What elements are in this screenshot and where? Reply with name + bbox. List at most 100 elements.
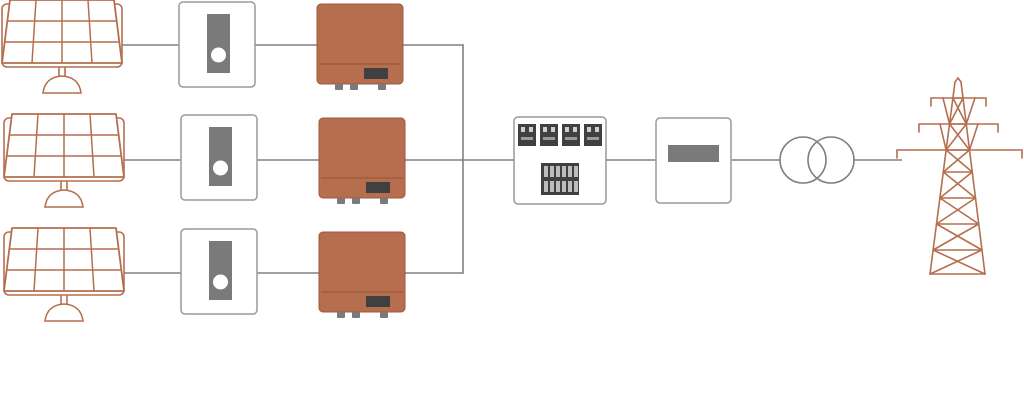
tower-brace <box>929 249 983 275</box>
inverter-connector <box>378 84 386 90</box>
breaker <box>518 124 536 146</box>
inverter-body <box>318 231 406 313</box>
main-breaker-pole <box>568 181 572 192</box>
breaker-label-strip <box>565 137 577 140</box>
wiring <box>122 44 902 274</box>
breaker-label-strip <box>521 137 533 140</box>
tower-brace <box>948 123 971 151</box>
breaker-label-strip <box>543 137 555 140</box>
string-inverter-icon <box>318 231 406 318</box>
energy-meter-icon <box>655 117 732 204</box>
breaker <box>540 124 558 146</box>
transformer-coil <box>807 136 855 184</box>
main-breaker-pole <box>550 166 554 177</box>
breaker-toggle <box>573 127 577 132</box>
tower-brace <box>945 123 968 151</box>
pv-strings <box>1 0 406 322</box>
panel-stand-base <box>44 303 84 322</box>
switch-knob <box>213 274 228 290</box>
panel-grid-line <box>31 0 37 64</box>
switch-handle <box>209 241 232 300</box>
inverter-connector <box>352 198 360 204</box>
panel-grid-line <box>87 0 93 64</box>
inverter-display <box>366 296 390 307</box>
breaker-toggle <box>521 127 525 132</box>
tower-peak <box>957 77 962 83</box>
tower-brace <box>935 197 977 225</box>
tower-brace <box>932 223 980 251</box>
inverter-display <box>366 182 390 193</box>
inverter-connector <box>352 312 360 318</box>
main-breaker-pole <box>556 166 560 177</box>
meter-display <box>668 145 719 162</box>
breaker-toggle <box>587 127 591 132</box>
breaker <box>562 124 580 146</box>
solar-panel-icon <box>3 227 125 322</box>
breaker <box>584 124 602 146</box>
breaker-toggle <box>565 127 569 132</box>
panel-grid-line <box>33 227 39 292</box>
breaker-label-strip <box>587 137 599 140</box>
breaker-toggle <box>529 127 533 132</box>
solar-panel-icon <box>3 113 125 208</box>
switch-handle <box>207 14 230 73</box>
string-inverter-icon <box>316 3 404 90</box>
combiner-enclosure <box>513 116 607 205</box>
tower-brace <box>952 97 968 125</box>
tower-leg <box>929 81 956 275</box>
inverter-connector <box>380 198 388 204</box>
inverter-body <box>316 3 404 85</box>
switch-handle <box>209 127 232 186</box>
tower-stay <box>942 97 951 125</box>
dc-isolator-icon <box>178 1 256 88</box>
tower-leg <box>960 81 986 275</box>
main-breaker-pole <box>550 181 554 192</box>
panel-stand-base <box>42 75 82 94</box>
panel-grid-line <box>89 113 95 178</box>
transformer-coil <box>779 136 827 184</box>
main-breaker-pole <box>568 166 572 177</box>
tower-brace <box>939 171 974 199</box>
switch-knob <box>213 160 228 176</box>
main-breaker-pole <box>562 166 566 177</box>
tower-brace <box>945 149 974 173</box>
tower-stay <box>939 123 947 151</box>
main-breaker-pole <box>544 166 548 177</box>
tower-brace <box>932 249 986 275</box>
inverter-connector <box>337 312 345 318</box>
string-inverter-icon <box>318 117 406 204</box>
dc-isolator-icon <box>180 114 258 201</box>
dc-isolator-icon <box>180 228 258 315</box>
tower-brace <box>939 197 980 225</box>
breaker-toggle <box>551 127 555 132</box>
main-breaker-pole <box>544 181 548 192</box>
transformer-icon <box>779 136 855 184</box>
inverter-connector <box>337 198 345 204</box>
pv-string-1 <box>1 0 404 94</box>
panel-stand-base <box>44 189 84 208</box>
main-breaker-pole <box>574 181 578 192</box>
transmission-tower-icon <box>896 77 1023 275</box>
inverter-body <box>318 117 406 199</box>
inverter-display <box>364 68 388 79</box>
tower-stay <box>968 123 979 151</box>
inverter-connector <box>335 84 343 90</box>
main-breaker-pole <box>562 181 566 192</box>
main-breaker-pole <box>556 181 560 192</box>
breaker-toggle <box>543 127 547 132</box>
solar-panel-icon <box>1 0 123 94</box>
tower-stay <box>965 97 976 125</box>
pv-string-3 <box>3 227 406 322</box>
tower-brace <box>942 171 977 199</box>
tower-brace <box>948 97 964 125</box>
grid-connection-chain <box>513 77 1023 275</box>
main-breaker-pole <box>574 166 578 177</box>
panel-grid-line <box>89 227 95 292</box>
switch-knob <box>211 47 226 63</box>
inverter-connector <box>380 312 388 318</box>
panel-grid-line <box>33 113 39 178</box>
tower-brace <box>942 149 971 173</box>
pv-string-2 <box>3 113 406 208</box>
tower-brace <box>935 223 983 251</box>
